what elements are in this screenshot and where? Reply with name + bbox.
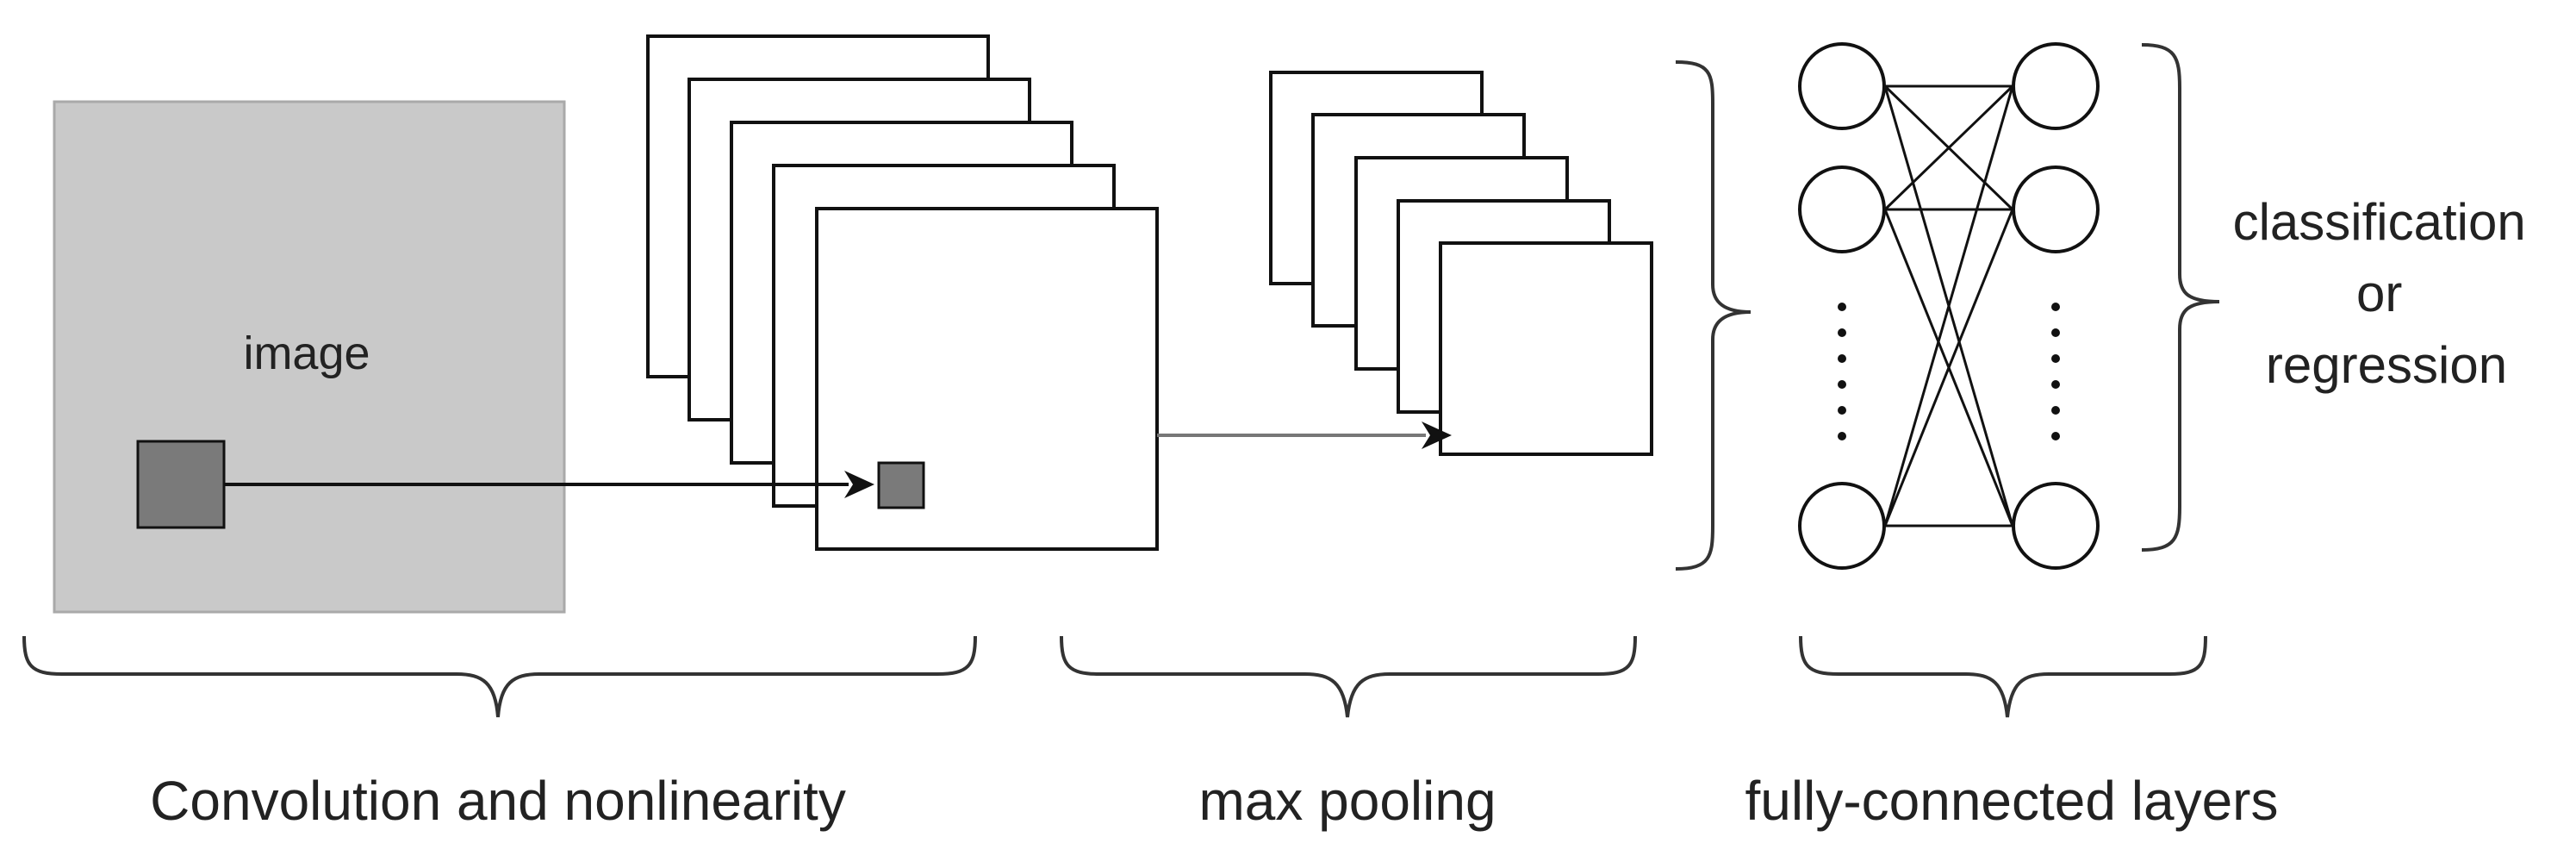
- output-label-line-2: or: [2356, 265, 2402, 322]
- feature-map: [815, 207, 1159, 551]
- pooling-section-brace: [1060, 635, 1637, 718]
- fc-node: [2012, 482, 2100, 570]
- pooling-arrow: [1157, 422, 1452, 449]
- fc-section-brace: [1799, 635, 2207, 718]
- feature-patch: [877, 461, 925, 509]
- output-brace: [2141, 43, 2220, 552]
- output-label-line-1: classification: [2233, 193, 2526, 251]
- pooling-to-fc-brace: [1675, 60, 1752, 571]
- fc-ellipsis: [2051, 303, 2060, 440]
- fc-output-column: [2012, 42, 2100, 570]
- input-patch: [136, 440, 226, 529]
- fully-connected-label: fully-connected layers: [1745, 770, 2279, 832]
- fc-node: [2012, 42, 2100, 130]
- convolution-label: Convolution and nonlinearity: [150, 770, 846, 832]
- output-label-line-3: regression: [2266, 336, 2507, 394]
- fc-node: [1798, 165, 1886, 253]
- output-label: classification or regression: [2233, 193, 2541, 394]
- pooled-map-stack: [1269, 71, 1653, 456]
- convolution-arrow: [224, 471, 874, 498]
- pooled-map: [1439, 241, 1653, 456]
- fc-node: [1798, 482, 1886, 570]
- fc-ellipsis: [1838, 303, 1846, 440]
- fc-node: [2012, 165, 2100, 253]
- fc-node: [1798, 42, 1886, 130]
- fc-input-column: [1798, 42, 1886, 570]
- image-label: image: [243, 328, 370, 379]
- fc-connections: [1883, 84, 2014, 528]
- feature-map-stack: [646, 34, 1159, 551]
- convolution-section-brace: [22, 635, 977, 718]
- pooling-label: max pooling: [1198, 770, 1496, 832]
